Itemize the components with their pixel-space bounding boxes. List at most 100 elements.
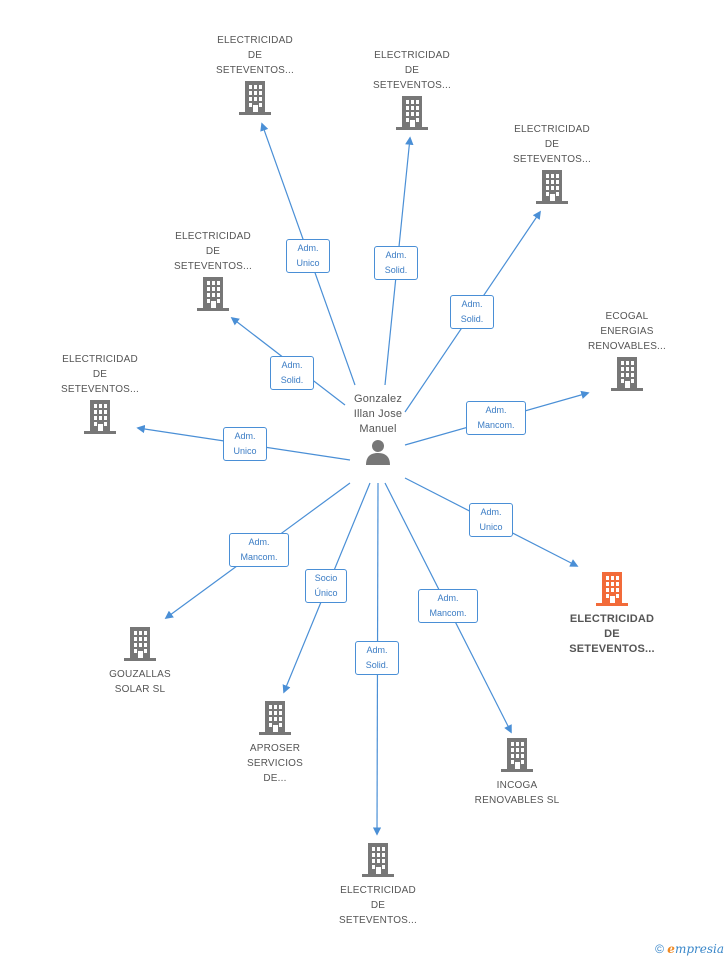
company-name-line: ELECTRICIDAD [514,124,590,135]
center-name-line-1: Gonzalez [353,393,403,405]
company-name-line: DE [247,50,263,61]
edge-label-line: Solid. [384,265,408,275]
building-icon [596,572,628,606]
edge-label-line: Solid. [365,660,389,670]
company-name-line: SETEVENTOS... [174,261,252,272]
company-name: INCOGA RENOVABLES SL [452,778,582,808]
edge-label[interactable]: Adm.Solid. [450,295,494,329]
edge-label-line: Único [314,588,338,598]
company-name-line: RENOVABLES SL [474,795,560,806]
company-name-line: SETEVENTOS... [61,384,139,395]
company-name-line: ELECTRICIDAD [217,35,293,46]
center-name-line-3: Manuel [359,423,397,435]
edge-label[interactable]: Adm. Solid. [374,246,418,280]
building-icon [124,627,156,661]
company-name: ECOGAL ENERGIAS RENOVABLES... [562,309,692,354]
center-person[interactable]: Gonzalez Illan Jose Manuel [333,392,423,467]
edge-label[interactable]: Adm. Unico [286,239,330,273]
edge-label-line: Socio [314,573,338,583]
footer-brand[interactable]: © empresia [655,942,724,956]
edge-label-line: Adm. [461,299,483,309]
company-name-line: ECOGAL [605,311,649,322]
edge-label-line: Adm. [437,593,459,603]
company-name-line: ELECTRICIDAD [569,613,655,625]
building-icon [611,357,643,391]
company-name-line: SETEVENTOS... [569,643,655,655]
edge-label-line: Adm. [281,360,303,370]
building-icon [239,81,271,115]
company-name-line: SETEVENTOS... [339,915,417,926]
person-icon [366,440,390,465]
company-node[interactable]: GOUZALLAS SOLAR SL [75,627,205,697]
company-name-line: SOLAR SL [114,684,166,695]
company-node[interactable]: ELECTRICIDAD DE SETEVENTOS... [35,352,165,434]
building-icon [501,738,533,772]
edge-label-line: Mancom. [240,552,278,562]
company-name-line: ELECTRICIDAD [62,354,138,365]
company-name-line: SERVICIOS [246,758,304,769]
edge-label-line: Adm. [385,250,407,260]
edge-label-line: Adm. [366,645,388,655]
center-name-line-2: Illan Jose [353,408,403,420]
edge-label[interactable]: Adm. Mancom. [229,533,289,567]
company-name-line: DE [92,369,108,380]
company-node[interactable]: ECOGAL ENERGIAS RENOVABLES... [562,309,692,391]
company-node[interactable]: INCOGA RENOVABLES SL [452,738,582,808]
edge-label-line: Adm. [297,243,319,253]
edge-label[interactable]: Adm. Solid. [270,356,314,390]
edge-label-line: Mancom. [477,420,515,430]
company-node[interactable]: ELECTRICIDAD DE SETEVENTOS... [148,229,278,311]
edge-label-line: Unico [296,258,320,268]
edge-label-line: Adm. [248,537,270,547]
edge-label[interactable]: Adm.Mancom. [418,589,478,623]
company-name-line: ELECTRICIDAD [175,231,251,242]
building-icon [536,170,568,204]
brand-logo-initial: e [667,942,675,956]
company-name-line: GOUZALLAS [109,669,171,680]
brand-logo: empresia [667,942,724,956]
edge-label-line: Adm. [485,405,507,415]
building-icon [197,277,229,311]
company-name-line: ELECTRICIDAD [340,885,416,896]
company-name-line: APROSER [249,743,301,754]
company-name-line: DE [205,246,221,257]
company-name-line: ELECTRICIDAD [374,50,450,61]
company-name-line: DE [404,65,420,76]
company-name-line: DE [370,900,386,911]
edge-label[interactable]: Adm. Mancom. [466,401,526,435]
company-name: ELECTRICIDAD DE SETEVENTOS... [313,883,443,928]
building-icon [362,843,394,877]
company-name-line: RENOVABLES... [588,341,666,352]
building-icon [84,400,116,434]
company-node[interactable]: ELECTRICIDAD DE SETEVENTOS... [190,33,320,115]
company-name-line: ENERGIAS [600,326,654,337]
company-name: ELECTRICIDAD DE SETEVENTOS... [35,352,165,397]
company-name-line: SETEVENTOS... [216,65,294,76]
center-person-label: Gonzalez Illan Jose Manuel [333,392,423,437]
edge-label[interactable]: Adm. Solid. [355,641,399,675]
edge-label-line: Unico [233,446,257,456]
company-name-line: INCOGA [496,780,538,791]
building-icon [396,96,428,130]
company-name: ELECTRICIDAD DE SETEVENTOS... [148,229,278,274]
brand-logo-text: mpresia [674,942,724,956]
edge-label-line: Unico [479,522,503,532]
company-name: GOUZALLAS SOLAR SL [75,667,205,697]
edge-label[interactable]: Adm.Unico [469,503,513,537]
edge-label-line: Solid. [280,375,304,385]
building-icon [259,701,291,735]
copyright-symbol: © [655,942,664,956]
company-node[interactable]: ELECTRICIDAD DE SETEVENTOS... [313,843,443,928]
edge-label[interactable]: Adm.Unico [223,427,267,461]
company-name: ELECTRICIDAD DE SETEVENTOS... [190,33,320,78]
